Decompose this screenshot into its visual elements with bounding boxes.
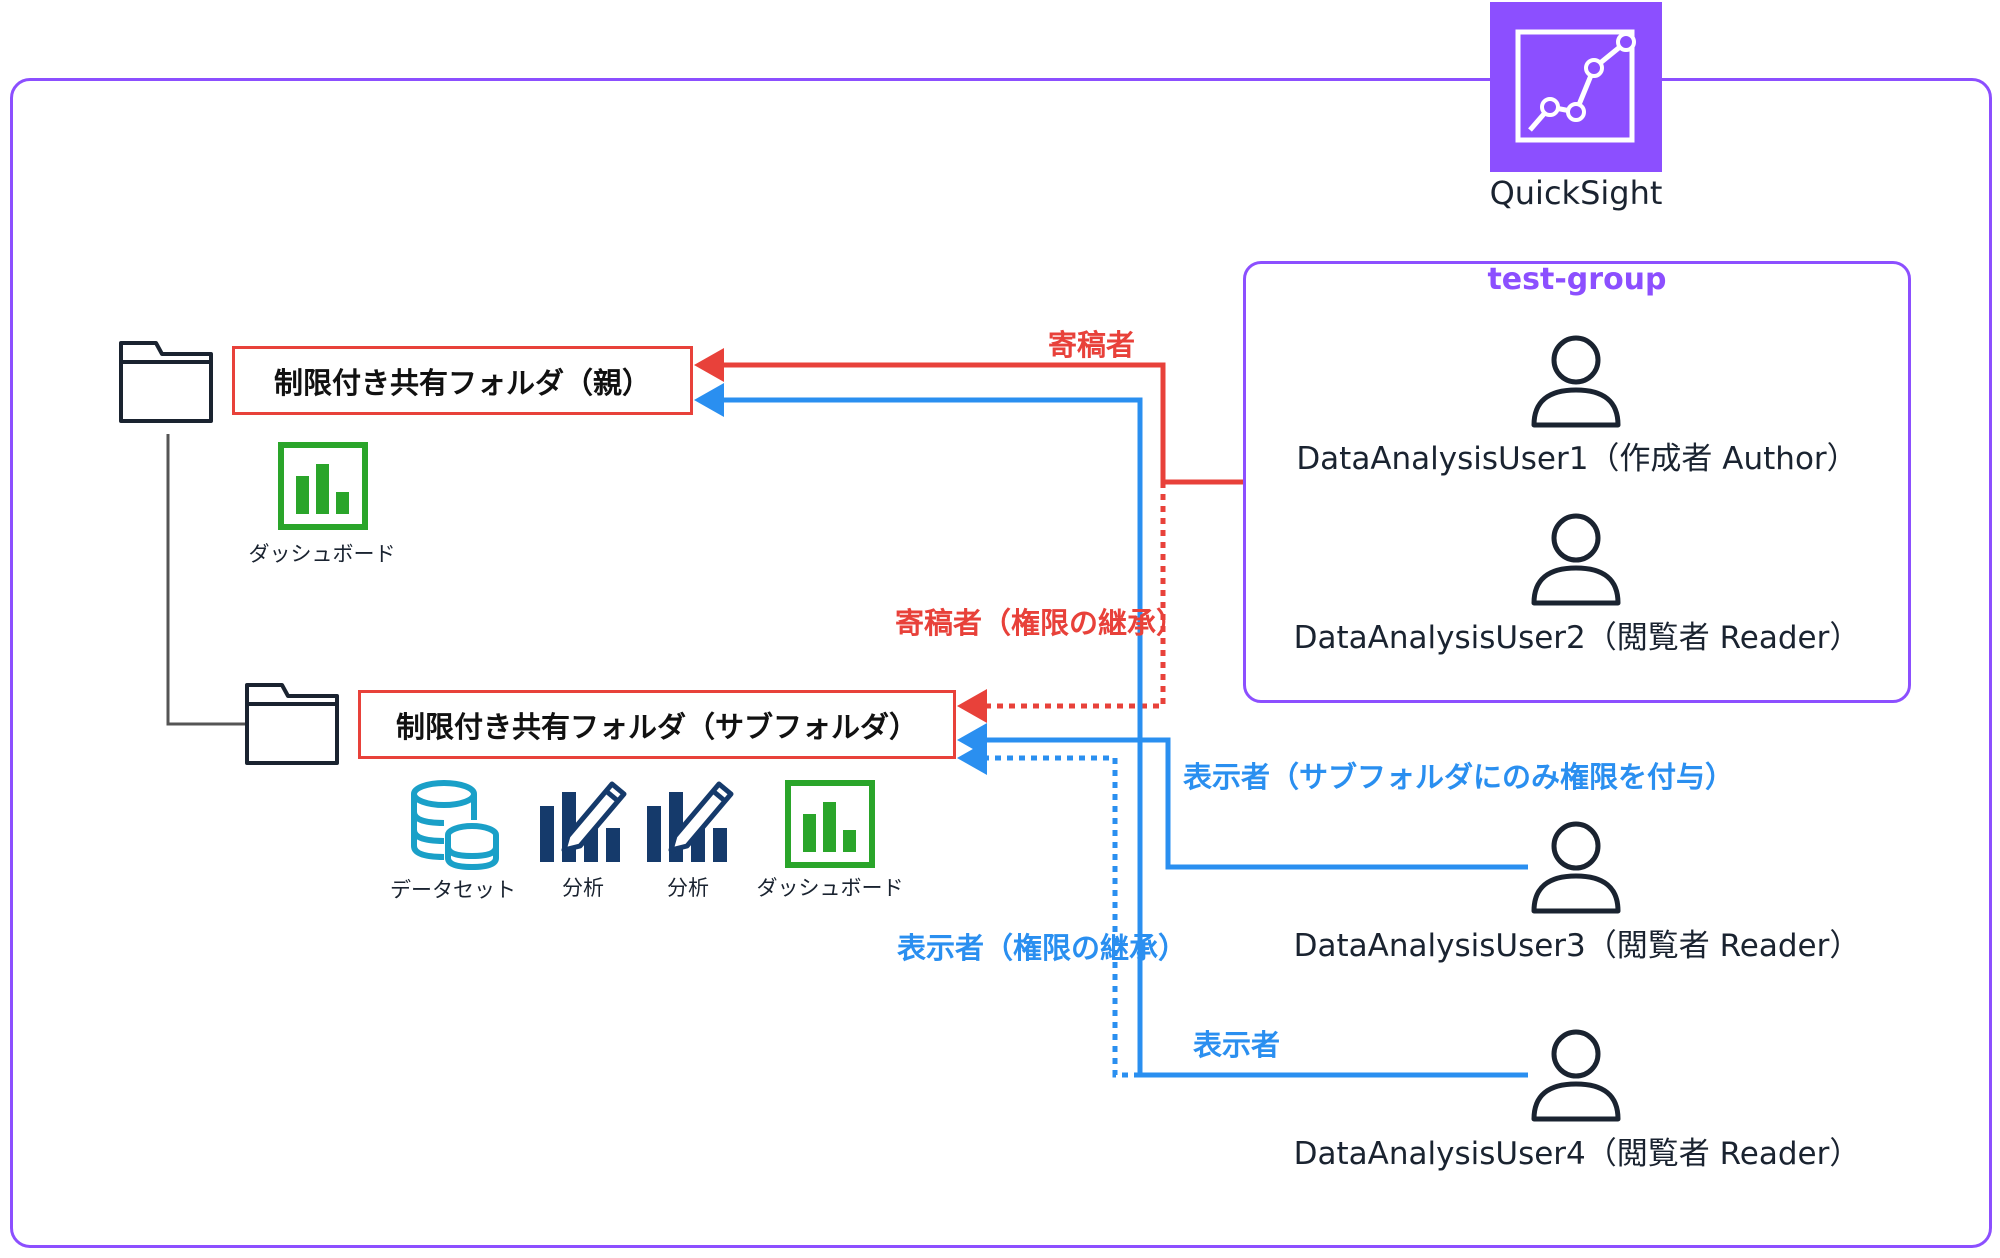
analysis-icon: [645, 776, 735, 870]
viewer-sub-only-line: [985, 737, 1528, 870]
viewer-inherited-edge-label: 表示者（権限の継承）: [897, 931, 1188, 965]
contributor-inherited-edge-label: 寄稿者（権限の継承）: [895, 606, 1186, 640]
user-2-name: DataAnalysisUser2（閲覧者 Reader）: [1293, 620, 1861, 656]
contributor-line: [722, 362, 1243, 485]
sub-folder-icon: [244, 680, 340, 770]
user-4-name: DataAnalysisUser4（閲覧者 Reader）: [1293, 1136, 1861, 1172]
sub-dashboard-icon: [785, 780, 875, 872]
contributor-inherited-arrowhead: [957, 689, 987, 723]
parent-folder-icon: [118, 338, 214, 428]
contributor-arrowhead: [694, 348, 724, 382]
sub-dashboard-caption: ダッシュボード: [756, 876, 904, 900]
user-icon: [1530, 1026, 1622, 1126]
quicksight-label: QuickSight: [1489, 174, 1663, 212]
analysis-1-caption: 分析: [562, 876, 604, 900]
parent-dashboard-caption: ダッシュボード: [248, 542, 396, 566]
viewer-edge-label: 表示者: [1193, 1028, 1281, 1062]
contributor-inherited-line: [985, 482, 1166, 709]
user-1-name: DataAnalysisUser1（作成者 Author）: [1296, 441, 1858, 477]
quicksight-icon: [1490, 2, 1662, 172]
quicksight-account-frame: [10, 78, 1992, 1248]
user-icon: [1530, 510, 1622, 610]
viewer-sub-only-edge-label: 表示者（サブフォルダにのみ権限を付与）: [1183, 760, 1735, 794]
user-icon: [1530, 332, 1622, 432]
analysis-icon: [538, 776, 628, 870]
contributor-edge-label: 寄稿者: [1048, 328, 1136, 362]
parent-folder-label[interactable]: 制限付き共有フォルダ（親）: [232, 346, 693, 415]
viewer-inherited-arrowhead: [957, 741, 987, 775]
sub-folder-label[interactable]: 制限付き共有フォルダ（サブフォルダ）: [358, 690, 956, 759]
user-icon: [1530, 818, 1622, 918]
viewer-inherited-line: [985, 755, 1140, 1078]
folder-hierarchy-line: [166, 434, 248, 726]
user-3-name: DataAnalysisUser3（閲覧者 Reader）: [1293, 928, 1861, 964]
test-group-frame: [1243, 261, 1911, 703]
parent-dashboard-icon: [278, 442, 368, 534]
test-group-title: test-group: [1487, 262, 1667, 297]
analysis-2-caption: 分析: [667, 876, 709, 900]
viewer-arrowhead: [694, 383, 724, 417]
dataset-icon: [408, 780, 500, 874]
dataset-caption: データセット: [390, 878, 516, 902]
